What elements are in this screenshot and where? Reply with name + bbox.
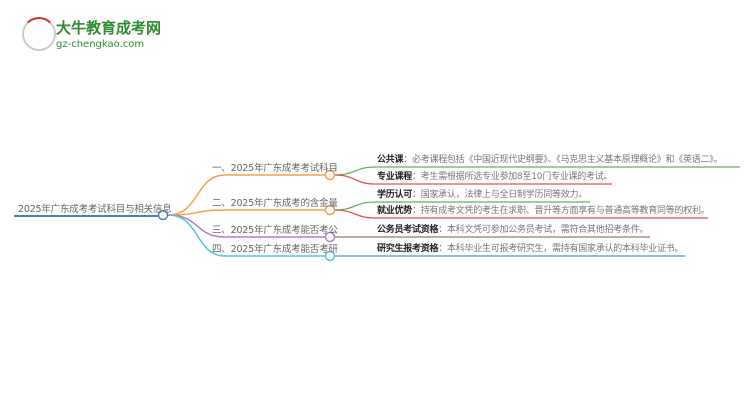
leaf-postgraduate: 研究生报考资格：本科毕业生可报考研究生，需持有国家承认的本科毕业证书。 bbox=[377, 244, 684, 254]
branch-4-connector bbox=[167, 214, 325, 257]
logo-url: gz-chengkao.com bbox=[56, 39, 145, 50]
leaf-civil-service: 公务员考试资格：本科文凭可参加公务员考试，需符合其他招考条件。 bbox=[377, 225, 649, 235]
branch-3-node bbox=[324, 231, 336, 243]
leaf-public-course: 公共课：必考课程包括《中国近现代史纲要》、《马克思主义基本原理概论》和《英语二》… bbox=[377, 155, 723, 165]
branch-2-label: 二、2025年广东成考的含金量 bbox=[212, 198, 338, 209]
branch-2-node bbox=[324, 204, 336, 216]
leaf-2-connector bbox=[334, 174, 612, 185]
logo-mark-icon bbox=[22, 17, 56, 51]
leaf-major-course: 专业课程：考生需根据所选专业参加8至10门专业课的考试。 bbox=[377, 172, 613, 182]
leaf-recognition: 学历认可：国家承认，法律上与全日制学历同等效力。 bbox=[377, 190, 588, 200]
root-topic: 2025年广东成考考试科目与相关信息 bbox=[18, 204, 172, 215]
logo-title: 大牛教育成考网 bbox=[56, 19, 162, 37]
branch-4-node bbox=[324, 250, 336, 262]
branch-1-node bbox=[324, 169, 336, 181]
branch-3-label: 三、2025年广东成考能否考公 bbox=[212, 225, 338, 236]
branch-1-connector bbox=[167, 174, 325, 216]
leaf-employment: 就业优势：持有成考文凭的考生在求职、晋升等方面享有与普通高等教育同等的权利。 bbox=[377, 206, 710, 216]
branch-1-label: 一、2025年广东成考考试科目 bbox=[212, 163, 338, 174]
root-node-circle bbox=[157, 209, 169, 221]
branch-2-connector bbox=[167, 209, 325, 216]
leaf-4-connector bbox=[334, 209, 708, 219]
branch-4-label: 四、2025年广东成考能否考研 bbox=[212, 244, 338, 255]
